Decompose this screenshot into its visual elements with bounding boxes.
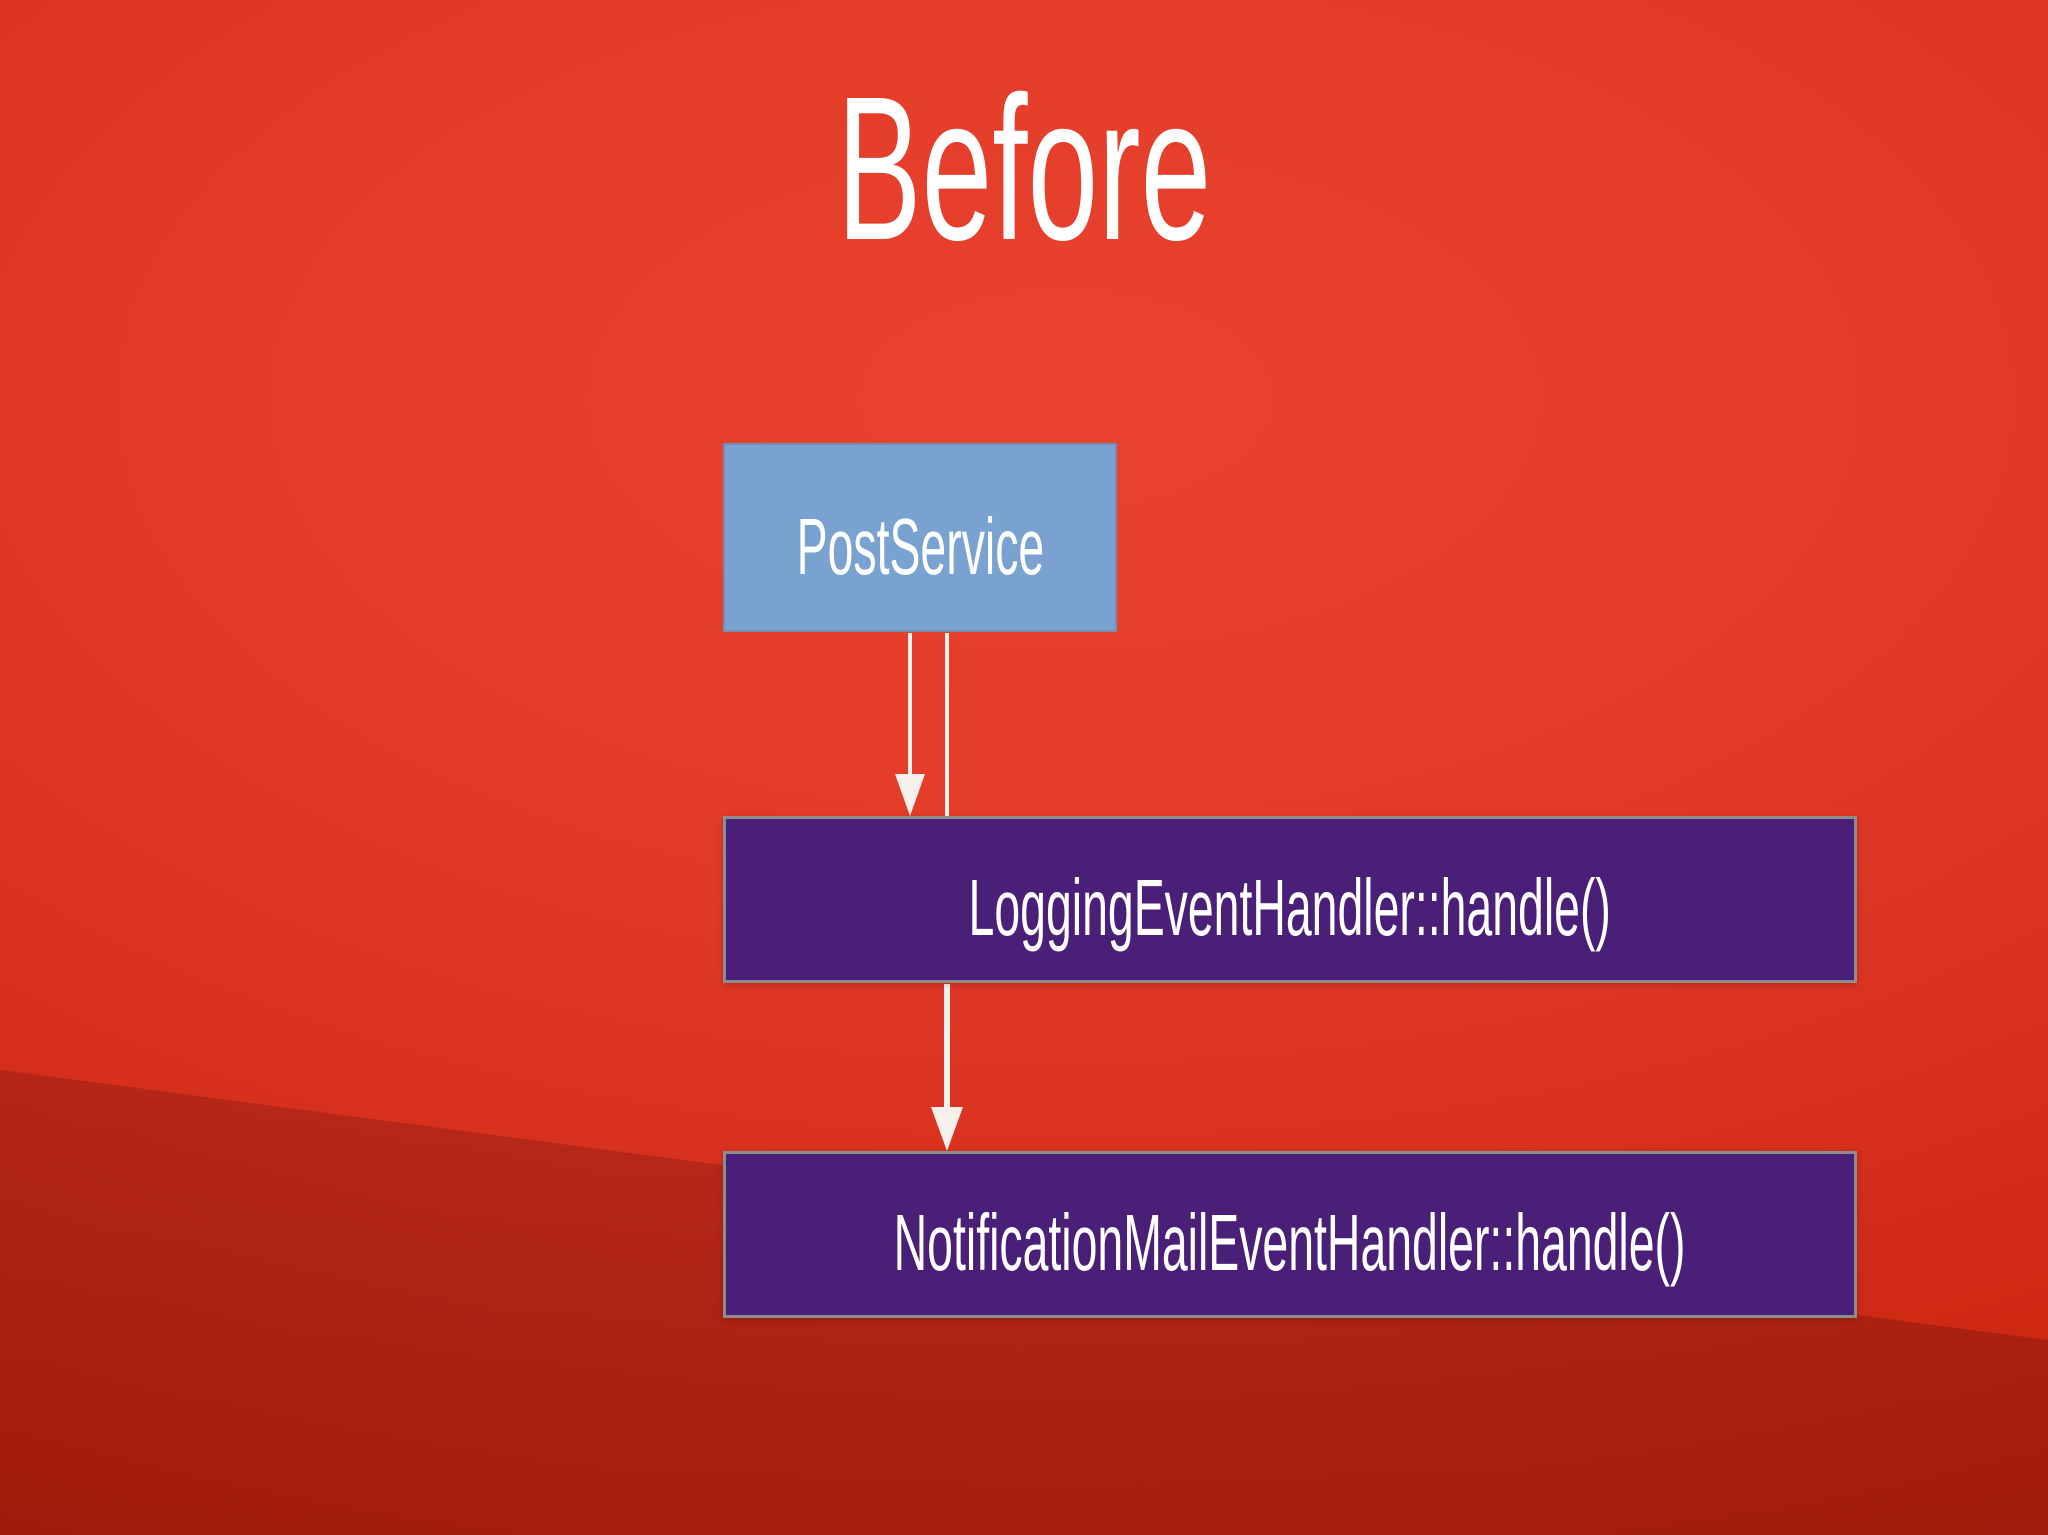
node-notification-handler-label: NotificationMailEventHandler::handle() bbox=[894, 1197, 1686, 1287]
node-notification-handler: NotificationMailEventHandler::handle() bbox=[723, 1151, 1857, 1318]
slide-title-text: Before bbox=[836, 54, 1212, 283]
arrow-postservice-to-logging-head bbox=[895, 774, 925, 816]
node-postservice: PostService bbox=[723, 443, 1117, 632]
arrow-postservice-to-notification-lower-shaft bbox=[944, 984, 950, 1108]
slide-title: Before bbox=[0, 66, 2048, 271]
arrow-postservice-to-notification-head bbox=[931, 1107, 963, 1151]
arrow-postservice-to-logging-shaft bbox=[908, 633, 912, 776]
node-logging-handler-label: LoggingEventHandler::handle() bbox=[968, 862, 1612, 952]
node-postservice-label: PostService bbox=[796, 501, 1044, 591]
arrow-postservice-to-notification-upper-shaft bbox=[945, 633, 949, 818]
node-logging-handler: LoggingEventHandler::handle() bbox=[723, 816, 1857, 983]
